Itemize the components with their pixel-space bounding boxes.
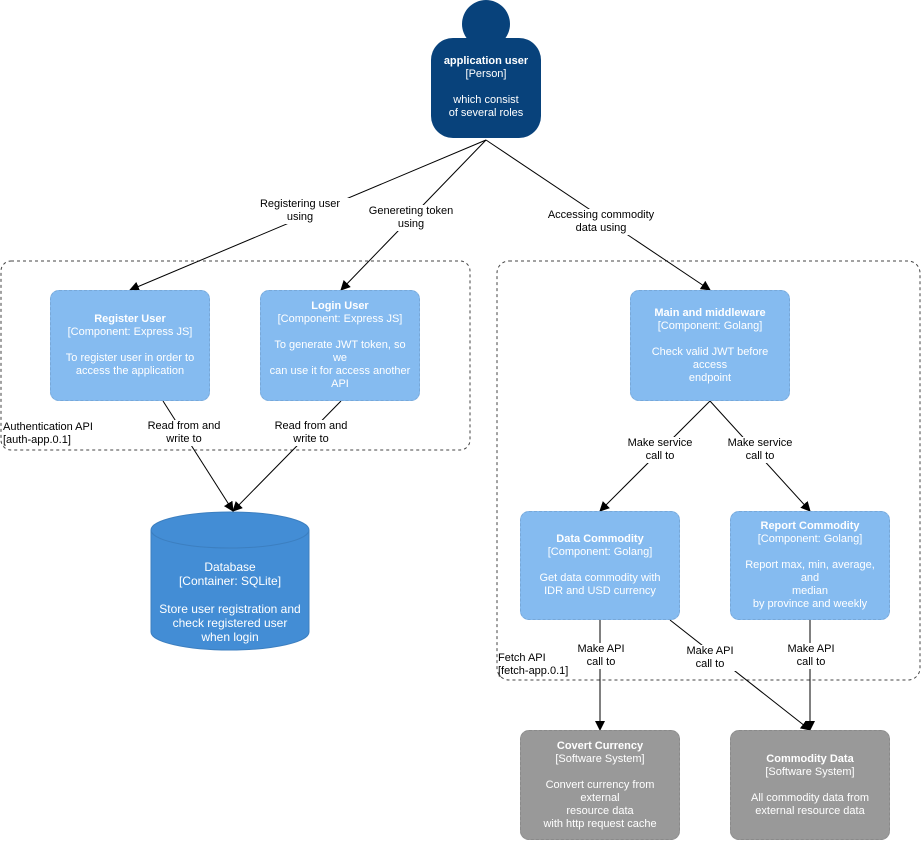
fetch-boundary-tag: [fetch-app.0.1] bbox=[498, 665, 569, 677]
database-desc-3: when login bbox=[201, 630, 259, 644]
login-user-title: Login User bbox=[311, 300, 369, 312]
data-commodity-component[interactable]: Data Commodity [Component: Golang] Get d… bbox=[520, 511, 680, 620]
commodity-data-type: [Software System] bbox=[765, 765, 855, 778]
edge-data-commodity bbox=[669, 619, 811, 731]
report-commodity-type: [Component: Golang] bbox=[757, 533, 863, 545]
edge-register-db bbox=[162, 400, 234, 512]
register-user-desc-2: access the application bbox=[75, 365, 185, 377]
main-middleware-title: Main and middleware bbox=[654, 306, 766, 319]
database-cylinder bbox=[150, 511, 310, 651]
auth-boundary-name: Authentication API bbox=[3, 421, 93, 433]
person-desc-2: of several roles bbox=[448, 107, 524, 119]
report-commodity-title: Report Commodity bbox=[760, 520, 860, 532]
auth-boundary-tag: [auth-app.0.1] bbox=[3, 434, 71, 446]
register-user-title: Register User bbox=[94, 313, 166, 325]
data-commodity-title: Data Commodity bbox=[556, 533, 644, 545]
covert-currency-type: [Software System] bbox=[555, 752, 645, 765]
person-desc-1: which consist bbox=[453, 94, 519, 106]
person-shape bbox=[431, 0, 541, 138]
edge-login-db bbox=[232, 400, 342, 512]
report-commodity-desc-2: median bbox=[791, 585, 829, 597]
main-middleware-component[interactable]: Main and middleware [Component: Golang] … bbox=[630, 290, 790, 401]
data-commodity-desc-2: IDR and USD currency bbox=[544, 585, 656, 597]
database-label[interactable]: Database [Container: SQLite] Store user … bbox=[151, 560, 309, 644]
register-user-type: [Component: Express JS] bbox=[67, 326, 193, 338]
fetch-boundary-label: Fetch API [fetch-app.0.1] bbox=[498, 652, 568, 678]
login-user-desc-2: can use it for access another bbox=[269, 365, 411, 377]
person-type: [Person] bbox=[465, 68, 507, 80]
main-middleware-desc-1: Check valid JWT before access bbox=[651, 345, 769, 371]
covert-currency-desc-3: with http request cache bbox=[543, 817, 657, 830]
covert-currency-desc-2: resource data bbox=[566, 804, 634, 817]
report-commodity-desc-1: Report max, min, average, and bbox=[745, 559, 875, 584]
login-user-desc-1: To generate JWT token, so we bbox=[274, 339, 406, 364]
report-commodity-desc-3: by province and weekly bbox=[752, 598, 868, 610]
database-desc-1: Store user registration and bbox=[159, 602, 301, 616]
database-title: Database bbox=[204, 560, 256, 574]
covert-currency-system[interactable]: Covert Currency [Software System] Conver… bbox=[520, 730, 680, 840]
person-title: application user bbox=[443, 55, 529, 67]
covert-currency-title: Covert Currency bbox=[556, 739, 644, 752]
auth-boundary-label: Authentication API [auth-app.0.1] bbox=[3, 421, 93, 447]
login-user-type: [Component: Express JS] bbox=[277, 313, 403, 325]
login-user-desc-3: API bbox=[331, 378, 349, 390]
main-middleware-desc-2: endpoint bbox=[688, 371, 732, 384]
data-commodity-type: [Component: Golang] bbox=[547, 546, 653, 558]
commodity-data-title: Commodity Data bbox=[766, 752, 854, 765]
register-user-component[interactable]: Register User [Component: Express JS] To… bbox=[50, 290, 210, 401]
data-commodity-desc-1: Get data commodity with bbox=[539, 572, 661, 584]
register-user-desc-1: To register user in order to bbox=[65, 352, 195, 364]
login-user-component[interactable]: Login User [Component: Express JS] To ge… bbox=[260, 290, 420, 401]
fetch-boundary-name: Fetch API bbox=[498, 652, 546, 664]
auth-api-boundary bbox=[0, 260, 471, 451]
main-middleware-type: [Component: Golang] bbox=[657, 319, 763, 332]
database-type: [Container: SQLite] bbox=[178, 574, 282, 588]
fetch-api-boundary bbox=[496, 260, 921, 681]
commodity-data-desc-1: All commodity data from bbox=[751, 791, 869, 804]
report-commodity-component[interactable]: Report Commodity [Component: Golang] Rep… bbox=[730, 511, 890, 620]
commodity-data-system[interactable]: Commodity Data [Software System] All com… bbox=[730, 730, 890, 840]
database-desc-2: check registered user bbox=[172, 616, 288, 630]
covert-currency-desc-1: Convert currency from external bbox=[545, 778, 655, 804]
person-label: application user [Person] which consist … bbox=[431, 55, 541, 120]
commodity-data-desc-2: external resource data bbox=[755, 804, 865, 817]
